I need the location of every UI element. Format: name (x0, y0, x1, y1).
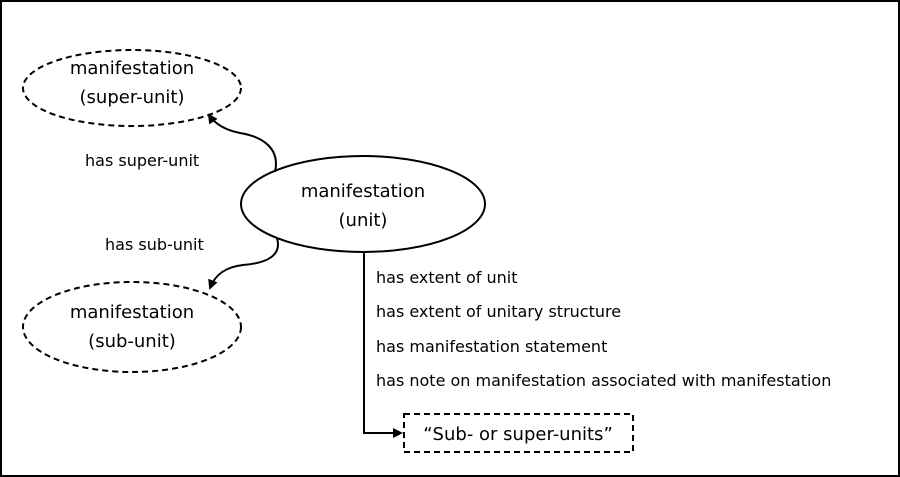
edge-has-sub-unit-arrow (208, 237, 279, 290)
attribute-label: has manifestation statement (376, 337, 607, 356)
node-sub-unit-label-2: (sub-unit) (88, 331, 176, 352)
node-super-unit-label-2: (super-unit) (80, 87, 185, 108)
node-manifestation-super-unit: manifestation (super-unit) (22, 49, 242, 127)
node-manifestation-sub-unit: manifestation (sub-unit) (22, 281, 242, 373)
node-unit-shape (240, 155, 486, 253)
attribute-connector-line (363, 252, 403, 438)
node-sub-unit-shape (22, 281, 242, 373)
node-super-unit-shape (22, 49, 242, 127)
node-sub-or-super-units-label: “Sub- or super-units” (423, 424, 613, 445)
node-sub-unit-label-1: manifestation (70, 302, 194, 323)
edge-has-super-unit-label: has super-unit (85, 151, 199, 170)
attribute-label: has extent of unit (376, 268, 518, 287)
node-unit-label-1: manifestation (301, 181, 425, 202)
attribute-label: has extent of unitary structure (376, 302, 621, 321)
node-sub-or-super-units-box (403, 413, 634, 453)
node-sub-or-super-units: “Sub- or super-units” (403, 413, 634, 453)
edge-has-super-unit-arrow (207, 113, 277, 173)
edge-has-sub-unit-label: has sub-unit (105, 235, 204, 254)
node-unit-label-2: (unit) (339, 210, 388, 231)
attribute-label: has note on manifestation associated wit… (376, 371, 831, 390)
node-super-unit-label-1: manifestation (70, 58, 194, 79)
node-manifestation-unit: manifestation (unit) (240, 155, 486, 253)
